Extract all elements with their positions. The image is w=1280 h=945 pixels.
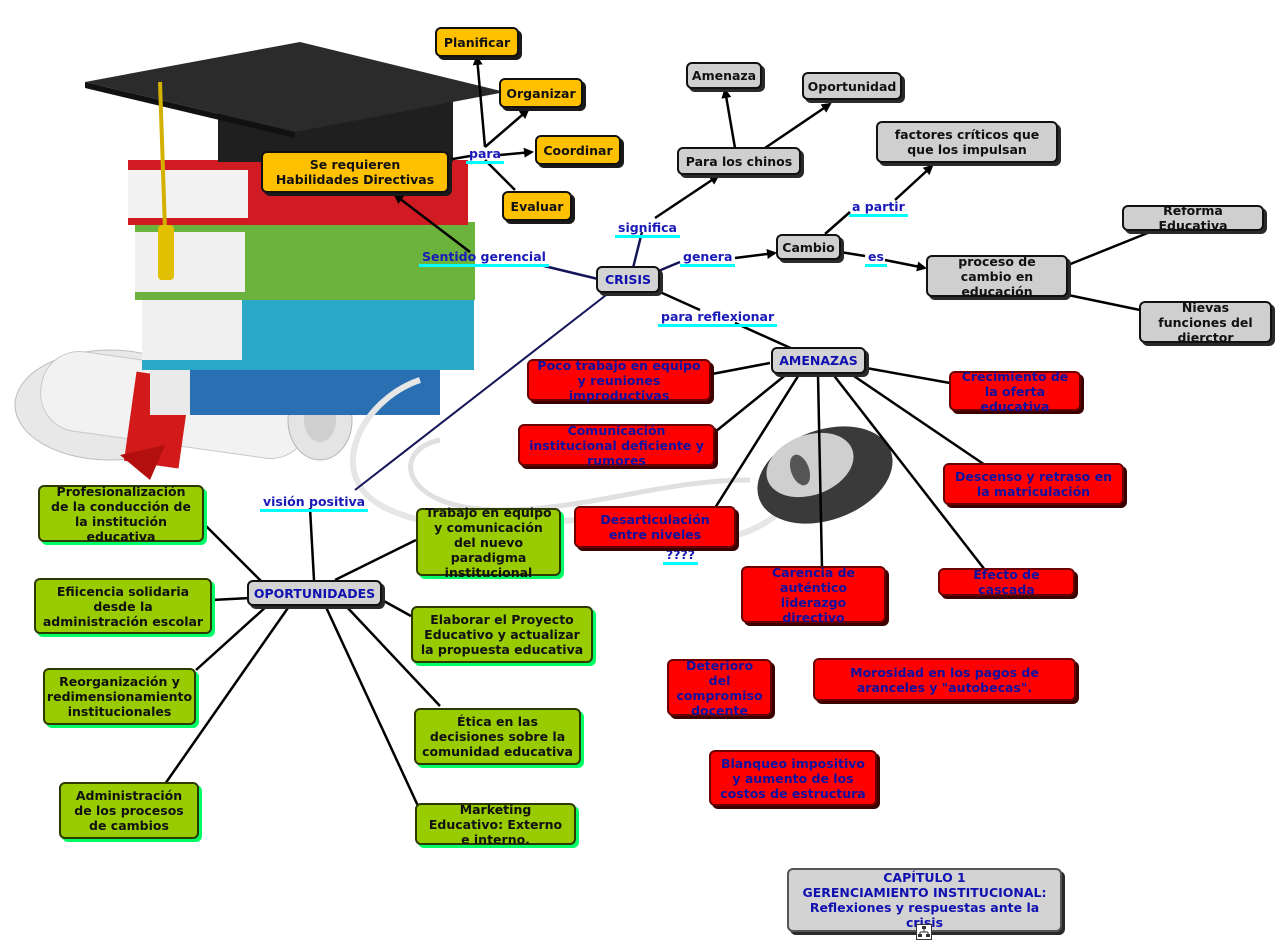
oportunidad-item[interactable]: Trabajo en equipo y comunicación del nue…: [416, 505, 561, 580]
graduation-books-illustration: [14, 42, 505, 480]
planificar-node[interactable]: Planificar: [435, 27, 519, 57]
amenaza-node[interactable]: Amenaza: [686, 62, 762, 89]
oportunidades-node[interactable]: OPORTUNIDADES: [247, 580, 382, 606]
oportunidad-node[interactable]: Oportunidad: [802, 72, 902, 100]
amenaza-item[interactable]: Blanqueo impositivo y aumento de los cos…: [709, 750, 877, 806]
para-los-chinos-node[interactable]: Para los chinos: [677, 147, 801, 175]
factores-criticos-node[interactable]: factores críticos que que los impulsan: [876, 121, 1058, 163]
oportunidad-item[interactable]: Reorganización y redimensionamiento inst…: [43, 668, 196, 725]
oportunidad-item[interactable]: Elaborar el Proyecto Educativo y actuali…: [411, 606, 593, 663]
label-para-reflexionar: para reflexionar: [658, 309, 778, 327]
proceso-cambio-node[interactable]: proceso de cambio en educación: [926, 254, 1068, 299]
amenaza-item[interactable]: Morosidad en los pagos de aranceles y "a…: [813, 658, 1076, 701]
coordinar-node[interactable]: Coordinar: [535, 135, 621, 165]
amenazas-node[interactable]: AMENAZAS: [771, 347, 866, 374]
oportunidad-item[interactable]: Marketing Educativo: Externo e interno.: [415, 802, 576, 847]
label-a-partir: a partir: [849, 199, 908, 217]
chapter-subheading: Reflexiones y respuestas ante la crisis: [809, 900, 1040, 930]
evaluar-node[interactable]: Evaluar: [502, 191, 572, 221]
amenaza-item[interactable]: Comunicación institucional deficiente y …: [518, 423, 715, 468]
oportunidad-item[interactable]: Administración de los procesos de cambio…: [59, 782, 199, 839]
label-sentido-gerencial: Sentido gerencial: [419, 249, 549, 267]
amenaza-item[interactable]: Efecto de cascada: [938, 567, 1075, 597]
label-question: ????: [663, 547, 699, 565]
amenaza-item[interactable]: Descenso y retraso en la matriculación: [943, 463, 1124, 505]
label-genera: genera: [680, 249, 736, 267]
crisis-node[interactable]: CRISIS: [596, 266, 660, 293]
reforma-educativa-node[interactable]: Reforma Educativa: [1122, 203, 1264, 233]
amenaza-item[interactable]: Carencia de auténtico liderazgo directiv…: [741, 565, 886, 625]
oportunidad-item[interactable]: Ética en las decisiones sobre la comunid…: [414, 708, 581, 765]
amenaza-item[interactable]: Poco trabajo en equipo y reuniones impro…: [527, 358, 711, 403]
oportunidad-item[interactable]: Efiicencia solidaria desde la administra…: [34, 578, 212, 634]
label-para: para: [466, 146, 504, 164]
label-vision-positiva: visión positiva: [260, 494, 369, 512]
amenaza-item[interactable]: Deterioro del compromiso docente: [667, 658, 772, 718]
cambio-node[interactable]: Cambio: [776, 234, 841, 260]
chapter-title-box: CAPÍTULO 1 GERENCIAMIENTO INSTITUCIONAL:…: [787, 868, 1062, 932]
nievas-funciones-node[interactable]: Nievas funciones del dierctor: [1139, 300, 1272, 345]
chapter-heading: GERENCIAMIENTO INSTITUCIONAL:: [802, 885, 1047, 900]
map-structure-icon[interactable]: [916, 924, 932, 940]
label-significa: significa: [615, 220, 680, 238]
label-es: es: [865, 249, 887, 267]
habilidades-directivas-node[interactable]: Se requieren Habilidades Directivas: [261, 151, 449, 193]
oportunidad-item[interactable]: Profesionalización de la conducción de l…: [38, 484, 204, 544]
amenaza-item[interactable]: Desarticulación entre niveles: [574, 506, 736, 548]
amenaza-item[interactable]: Crecimiento de la oferta educativa: [949, 369, 1081, 414]
organizar-node[interactable]: Organizar: [499, 78, 583, 108]
chapter-number: CAPÍTULO 1: [883, 870, 966, 885]
